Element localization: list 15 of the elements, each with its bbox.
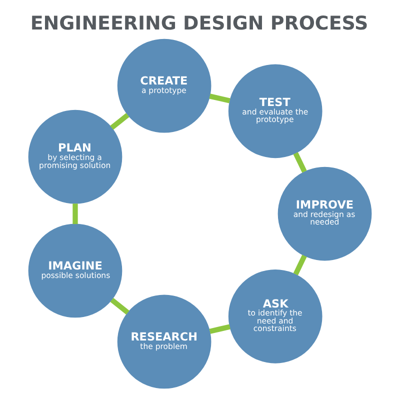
connector xyxy=(209,94,230,104)
connector xyxy=(110,112,130,130)
diagram-title: ENGINEERING DESIGN PROCESS xyxy=(30,12,368,34)
connector xyxy=(209,324,230,334)
node-circle: RESEARCH the problem xyxy=(117,294,212,389)
connector xyxy=(293,254,307,276)
connector xyxy=(110,298,130,315)
connector xyxy=(72,204,78,224)
node-circle: CREATE a prototype xyxy=(117,38,212,133)
node-circle: IMAGINE possible solutions xyxy=(28,224,122,318)
node-circle: PLAN by selecting a promising solution xyxy=(28,110,122,204)
node-circle: ASK to identify the need and constraints xyxy=(228,269,322,364)
node-circle: IMPROVE and redesign as needed xyxy=(278,166,372,261)
connector xyxy=(293,152,307,173)
node-circle: TEST and evaluate the prototype xyxy=(228,64,322,158)
